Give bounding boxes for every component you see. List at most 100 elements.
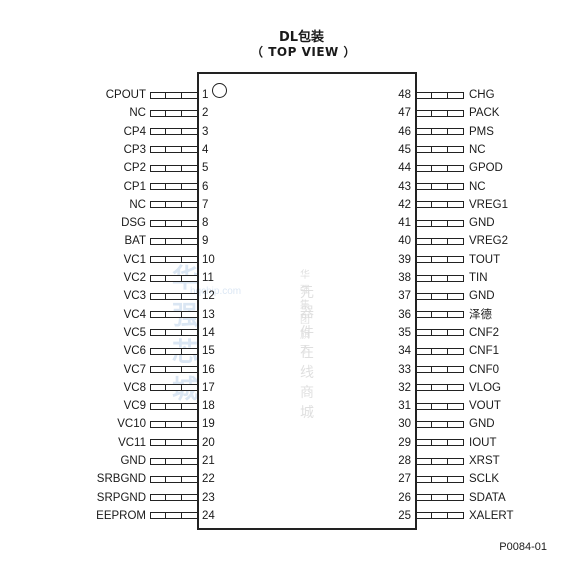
pin-lead-39: [416, 256, 464, 264]
pin-number-26: 26: [398, 491, 411, 504]
pin-lead-48: [416, 91, 464, 99]
pin-number-40: 40: [398, 235, 411, 248]
pin-number-13: 13: [202, 308, 215, 321]
pin-lead-41: [416, 219, 464, 227]
pin-name-48: CHG: [469, 89, 495, 101]
pin-name-41: GND: [469, 217, 495, 230]
pin-lead-6: [150, 183, 198, 190]
pin-lead-35: [416, 329, 464, 337]
pin-lead-12: [150, 292, 198, 300]
pin-number-8: 8: [202, 217, 209, 230]
pin-name-8: DSG: [121, 217, 146, 230]
pin-name-46: PMS: [469, 125, 494, 138]
pin-lead-34: [416, 347, 464, 355]
pin-lead-10: [150, 256, 198, 264]
pin-name-20: VC11: [118, 436, 146, 449]
pin-lead-8: [150, 219, 198, 227]
pin-lead-24: [150, 512, 198, 520]
pin-name-27: SCLK: [469, 473, 500, 486]
pin-name-45: NC: [469, 143, 486, 156]
pin-number-3: 3: [202, 125, 209, 138]
pin-lead-26: [416, 494, 464, 502]
pin-name-40: VREG2: [469, 235, 508, 248]
pin-lead-1: [150, 91, 198, 99]
pin-number-35: 35: [398, 326, 411, 339]
figure-id: P0084-01: [499, 541, 547, 553]
pin-lead-19: [150, 420, 198, 428]
pin-name-19: VC10: [117, 418, 146, 431]
pin-number-15: 15: [202, 345, 215, 358]
pin-lead-22: [150, 475, 198, 483]
pin-lead-47: [416, 109, 464, 117]
pin-name-7: NC: [129, 198, 146, 211]
pin-number-23: 23: [202, 491, 215, 504]
pin-name-17: VC8: [123, 381, 146, 394]
pin-number-45: 45: [398, 143, 411, 156]
pin-name-44: GPOD: [469, 162, 503, 175]
pin-number-31: 31: [398, 400, 411, 413]
chip-body: [197, 72, 417, 530]
pin-number-48: 48: [398, 89, 411, 101]
pin-number-32: 32: [398, 381, 411, 394]
pin-lead-42: [416, 201, 464, 209]
pin-name-32: VLOG: [469, 381, 501, 394]
pin-name-33: CNF0: [469, 363, 500, 376]
pin-name-30: GND: [469, 418, 495, 431]
pin-number-1: 1: [202, 89, 209, 101]
pin-number-29: 29: [398, 436, 411, 449]
pin-number-2: 2: [202, 107, 209, 120]
pin-name-39: TOUT: [469, 253, 501, 266]
pin-name-5: CP2: [123, 162, 146, 175]
pin-name-37: GND: [469, 290, 495, 303]
pin-number-38: 38: [398, 272, 411, 284]
pin-name-14: VC5: [123, 326, 146, 339]
pin-number-10: 10: [202, 253, 215, 266]
pin-name-4: CP3: [123, 143, 146, 156]
pin-name-25: XALERT: [469, 509, 514, 522]
pin-name-9: BAT: [124, 235, 146, 248]
pin-number-33: 33: [398, 363, 411, 376]
pin-number-19: 19: [202, 418, 215, 431]
pin-name-21: GND: [120, 455, 146, 467]
pin-lead-37: [416, 292, 464, 300]
pin-lead-29: [416, 439, 464, 447]
pin-lead-32: [416, 384, 464, 392]
pin-name-34: CNF1: [469, 345, 500, 358]
pin-number-34: 34: [398, 345, 411, 358]
pin-number-36: 36: [398, 308, 411, 321]
view-label: （ TOP VIEW ）: [251, 45, 356, 59]
pin-name-12: VC3: [123, 290, 146, 303]
pin-number-11: 11: [202, 272, 214, 284]
pin-lead-33: [416, 366, 464, 373]
pin-name-29: IOUT: [469, 436, 497, 449]
pin-lead-14: [150, 329, 198, 337]
pin-lead-44: [416, 164, 464, 172]
pin-lead-28: [416, 457, 464, 465]
pin-name-42: VREG1: [469, 198, 508, 211]
pin-lead-5: [150, 164, 198, 172]
pin-name-3: CP4: [123, 125, 146, 138]
pin-name-43: NC: [469, 180, 486, 193]
pin-lead-16: [150, 366, 198, 373]
pin-number-22: 22: [202, 473, 215, 486]
pin-lead-46: [416, 128, 464, 136]
pin-lead-27: [416, 475, 464, 483]
pin-name-16: VC7: [123, 363, 146, 376]
pin-lead-11: [150, 274, 198, 282]
pin-lead-3: [150, 128, 198, 136]
pin-name-23: SRPGND: [96, 491, 146, 504]
pin-number-25: 25: [398, 509, 411, 522]
pin-name-38: TIN: [469, 272, 488, 284]
pin-lead-18: [150, 402, 198, 410]
pin-number-30: 30: [398, 418, 411, 431]
pin-number-43: 43: [398, 180, 411, 193]
pin-number-39: 39: [398, 253, 411, 266]
pin-name-26: SDATA: [469, 491, 506, 504]
pin-number-7: 7: [202, 198, 209, 211]
pin-lead-25: [416, 512, 464, 520]
pin-lead-36: [416, 311, 464, 319]
pin-lead-40: [416, 237, 464, 245]
pin-lead-23: [150, 494, 198, 502]
pin-name-24: EEPROM: [96, 509, 146, 522]
pin-number-17: 17: [202, 381, 215, 394]
